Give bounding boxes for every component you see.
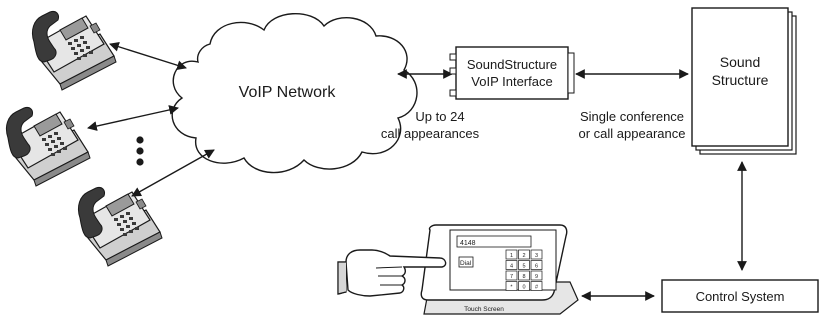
touch-screen-display-value: 4148 [460,240,476,247]
arrow-phone3-cloud [131,149,215,197]
touch-screen-keypad: 1 2 3 4 5 6 7 8 9 * 0 # [505,249,543,291]
keypad-key-label: # [535,284,539,290]
touch-screen: 4148 Dial 1 2 3 4 5 6 7 8 9 * 0 # Touch Screen [420,224,579,315]
control-system-box: Control System [661,279,819,313]
touch-screen-dial-label: Dial [460,260,472,267]
call-appearances-line1: Up to 24 [415,109,464,124]
sound-structure-label-line2: Structure [712,72,769,88]
keypad-key: 6 [530,260,543,270]
keypad-key: # [530,281,543,291]
keypad-key: 5 [518,260,530,270]
ip-phone-3 [77,186,163,267]
keypad-key-label: 7 [510,274,513,280]
ip-phone-1 [31,10,117,91]
keypad-key-label: 9 [535,274,538,280]
touch-screen-label: Touch Screen [464,306,504,313]
keypad-key-label: * [510,284,513,290]
keypad-key: 4 [505,260,518,270]
arrow-phone1-cloud [109,41,187,71]
keypad-key: 1 [505,249,518,260]
keypad-key: 7 [505,270,518,281]
keypad-key-label: 0 [522,284,525,290]
keypad-key: * [505,281,518,291]
call-appearances-line2: call appearances [381,126,480,141]
interface-label-line2: VoIP Interface [471,74,552,89]
cloud-label: VoIP Network [239,84,337,101]
single-conference-line1: Single conference [580,109,684,124]
interface-label-line1: SoundStructure [467,57,557,72]
pointing-hand-icon [337,249,447,297]
sound-structure-label-line1: Sound [720,54,760,70]
keypad-key-label: 5 [522,263,525,269]
keypad-key: 8 [518,270,530,281]
voip-network-cloud: VoIP Network [171,13,418,174]
keypad-key-label: 3 [535,253,538,259]
keypad-key-label: 2 [522,253,525,259]
keypad-key-label: 4 [510,263,513,269]
keypad-key: 2 [518,249,530,260]
control-system-label: Control System [696,289,785,304]
arrow-phone2-cloud [87,105,179,131]
more-phones-ellipsis [136,136,144,166]
ip-phone-2 [5,106,91,187]
single-conference-line2: or call appearance [579,126,686,141]
keypad-key-label: 8 [522,274,525,280]
keypad-key: 3 [530,249,543,260]
keypad-key-label: 1 [510,253,513,259]
keypad-key-label: 6 [535,263,538,269]
sound-structure-box: Sound Structure [691,7,797,155]
voip-interface-box: SoundStructure VoIP Interface [449,46,575,100]
keypad-key: 0 [518,281,530,291]
keypad-key: 9 [530,270,543,281]
